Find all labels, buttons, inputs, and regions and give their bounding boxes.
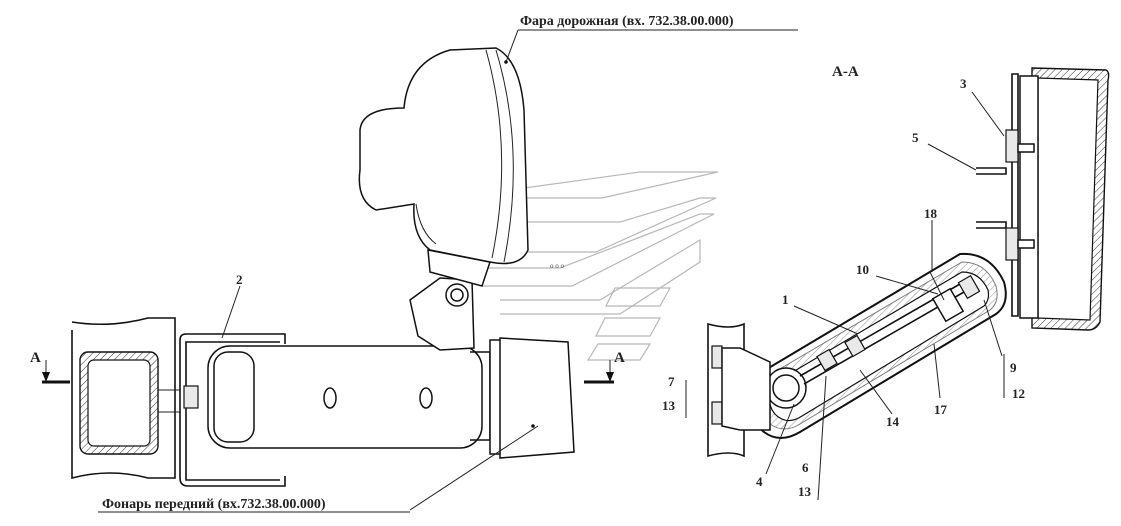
road-headlight: o o o <box>358 47 565 351</box>
section-mark-right-label: А <box>614 350 625 366</box>
front-lamp-body <box>207 337 575 459</box>
callout-7: 7 <box>668 374 675 389</box>
callout-10: 10 <box>856 262 869 277</box>
left-assembly: o o o А А <box>30 29 798 513</box>
callout-14: 14 <box>886 414 900 429</box>
callout-17: 17 <box>934 402 948 417</box>
section-mark-right: А <box>584 350 625 384</box>
svg-text:o o o: o o o <box>550 262 565 270</box>
labels: Фара дорожная (вх. 732.38.00.000) Фонарь… <box>102 14 1025 512</box>
callout-12: 12 <box>1012 386 1025 401</box>
callout-4: 4 <box>756 474 763 489</box>
callout-13-bottom: 13 <box>798 484 812 499</box>
leader-2 <box>221 285 241 339</box>
bracket <box>179 333 286 487</box>
callout-13-left: 13 <box>662 398 676 413</box>
section-aa <box>685 67 1110 501</box>
section-mark-left-label: А <box>30 350 41 366</box>
callout-9: 9 <box>1010 360 1017 375</box>
section-leaders <box>685 91 1005 501</box>
front-lamp-label: Фонарь передний (вх.732.38.00.000) <box>102 497 326 512</box>
section-title: А-А <box>832 64 859 80</box>
frame-tube <box>71 317 181 480</box>
section-lamp-arm <box>746 252 1007 439</box>
section-mount-plate <box>707 322 771 458</box>
callout-5: 5 <box>912 130 919 145</box>
callout-6: 6 <box>802 460 809 475</box>
leader-front-lamp <box>409 425 539 511</box>
callout-2: 2 <box>236 272 243 287</box>
background-watermark <box>451 171 719 361</box>
callout-3: 3 <box>960 76 967 91</box>
callout-18: 18 <box>924 206 938 221</box>
mounting-panel <box>976 67 1110 331</box>
section-mark-left: А <box>30 350 70 384</box>
callout-1: 1 <box>782 292 789 307</box>
leader-headlight <box>505 29 519 63</box>
road-headlight-label: Фара дорожная (вх. 732.38.00.000) <box>520 14 734 29</box>
